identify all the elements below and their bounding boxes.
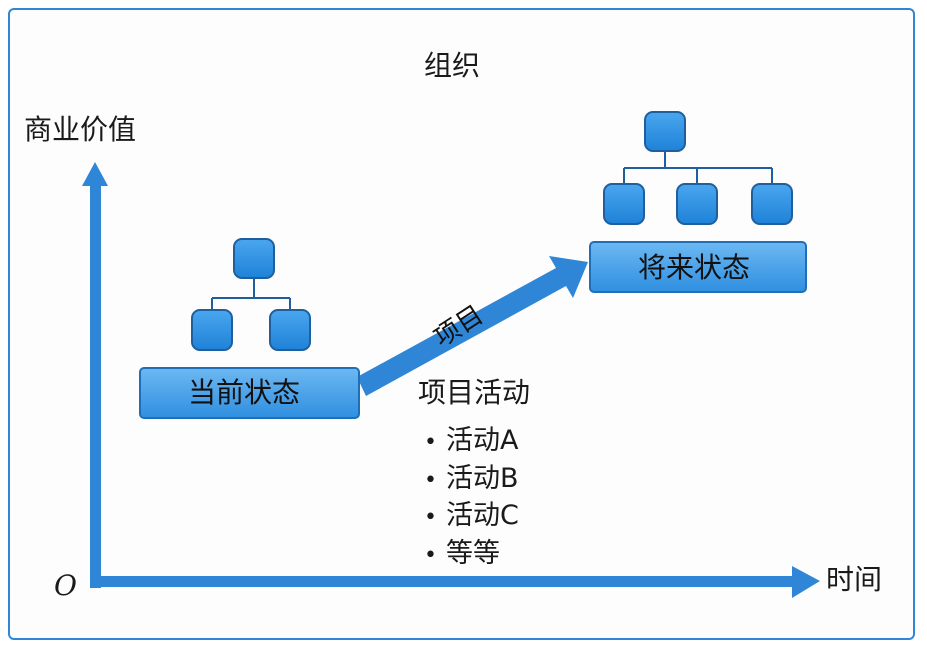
activities-title: 项目活动	[418, 376, 531, 409]
org-node	[269, 309, 311, 351]
origin-label: O	[54, 569, 77, 602]
org-node	[676, 183, 718, 225]
org-node	[603, 183, 645, 225]
y-axis-arrowhead	[82, 162, 108, 186]
future-state-label: 将来状态	[638, 251, 751, 284]
activity-item: 等等	[424, 535, 519, 573]
x-axis-label: 时间	[826, 563, 883, 596]
y-axis-label: 商业价值	[24, 113, 137, 146]
x-axis-arrowhead	[792, 566, 820, 598]
current-state-box	[139, 367, 360, 419]
x-axis	[90, 566, 820, 598]
org-node	[751, 183, 793, 225]
activity-item: 活动C	[424, 497, 519, 535]
transition-arrow	[357, 256, 588, 396]
activity-item: 活动A	[424, 422, 519, 460]
org-node	[191, 309, 233, 351]
diagram-title: 组织	[424, 49, 481, 82]
org-node	[644, 111, 686, 152]
activities-list: 活动A 活动B 活动C 等等	[424, 422, 519, 572]
future-state-box	[589, 241, 807, 293]
org-node	[233, 238, 275, 279]
future-org-chart	[603, 111, 793, 225]
activity-item: 活动B	[424, 460, 519, 498]
current-org-chart	[191, 238, 311, 351]
current-state-label: 当前状态	[188, 376, 301, 409]
y-axis	[82, 162, 108, 588]
